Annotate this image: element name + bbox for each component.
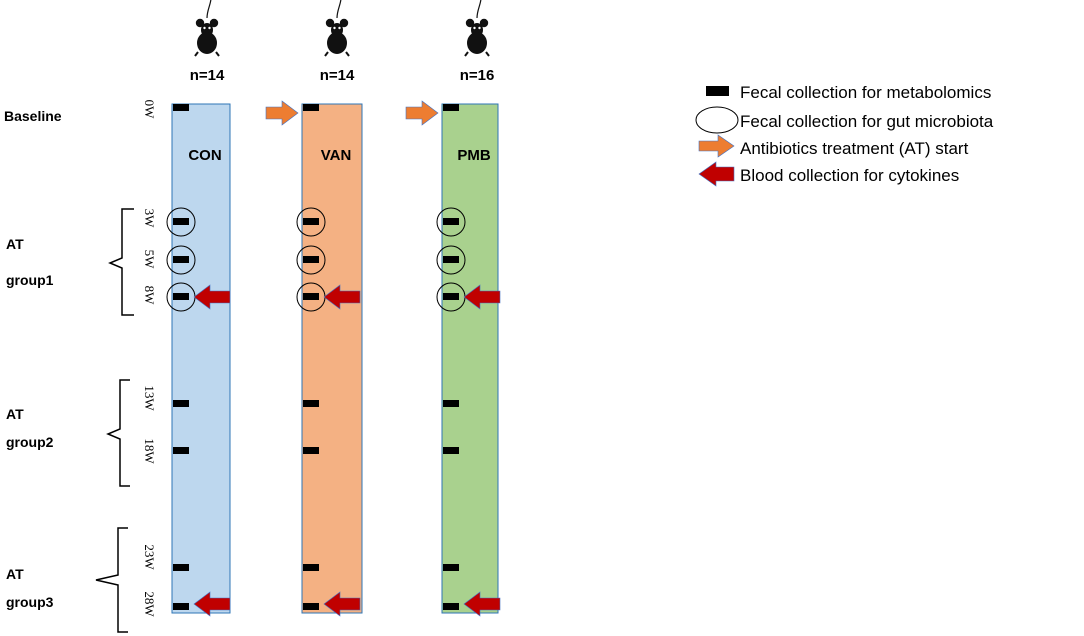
microbiota-circle-3w xyxy=(436,207,466,237)
brace-at2 xyxy=(106,379,130,487)
row-label-at1-line1: AT xyxy=(6,236,24,252)
legend-metabolomics-label: Fecal collection for metabolomics xyxy=(740,83,991,102)
week-label-0w: 0W xyxy=(142,100,157,120)
fecal-marker-8w xyxy=(303,293,319,300)
fecal-marker-18w xyxy=(443,447,459,454)
microbiota-circle-5w xyxy=(166,245,196,275)
fecal-marker-0w xyxy=(173,104,189,111)
blood-collection-arrow-icon xyxy=(463,591,501,617)
week-label-13w: 13W xyxy=(142,385,157,411)
fecal-marker-13w xyxy=(303,400,319,407)
legend-blood-label: Blood collection for cytokines xyxy=(740,166,959,185)
week-label-8w: 8W xyxy=(142,286,157,306)
group-name-con: CON xyxy=(188,147,221,164)
mouse-icon xyxy=(324,0,350,57)
legend: Fecal collection for metabolomics Fecal … xyxy=(695,83,994,187)
fecal-marker-8w xyxy=(443,293,459,300)
fecal-marker-8w xyxy=(173,293,189,300)
fecal-marker-3w xyxy=(443,218,459,225)
fecal-marker-28w xyxy=(443,603,459,610)
legend-antibiotics-arrow-icon xyxy=(698,134,735,158)
week-label-5w: 5W xyxy=(142,250,157,270)
group-name-pmb: PMB xyxy=(457,147,491,164)
brace-at1 xyxy=(108,208,134,316)
fecal-marker-23w xyxy=(173,564,189,571)
group-bar-pmb xyxy=(441,103,499,614)
blood-collection-arrow-icon xyxy=(463,284,501,310)
row-label-baseline: Baseline xyxy=(4,108,62,124)
week-label-18w: 18W xyxy=(142,438,157,464)
mouse-icon xyxy=(194,0,220,57)
fecal-marker-0w xyxy=(443,104,459,111)
group-n-label-pmb: n=16 xyxy=(460,67,495,84)
antibiotics-start-arrow-icon xyxy=(265,100,299,126)
fecal-marker-13w xyxy=(443,400,459,407)
blood-collection-arrow-icon xyxy=(193,591,231,617)
blood-collection-arrow-icon xyxy=(323,591,361,617)
fecal-marker-5w xyxy=(303,256,319,263)
group-name-van: VAN xyxy=(321,147,352,164)
microbiota-circle-3w xyxy=(296,207,326,237)
fecal-marker-5w xyxy=(443,256,459,263)
week-label-23w: 23W xyxy=(142,544,157,570)
brace-at3 xyxy=(95,527,128,633)
legend-microbiota-circle xyxy=(695,106,739,134)
fecal-marker-3w xyxy=(303,218,319,225)
blood-collection-arrow-icon xyxy=(323,284,361,310)
mouse-icon xyxy=(464,0,490,57)
week-label-3w: 3W xyxy=(142,209,157,229)
fecal-marker-3w xyxy=(173,218,189,225)
fecal-marker-28w xyxy=(173,603,189,610)
row-label-at3-line2: group3 xyxy=(6,594,54,610)
legend-antibiotics-label: Antibiotics treatment (AT) start xyxy=(740,139,969,158)
microbiota-circle-3w xyxy=(166,207,196,237)
microbiota-circle-5w xyxy=(436,245,466,275)
row-label-at2-line1: AT xyxy=(6,406,24,422)
group-n-label-con: n=14 xyxy=(190,67,225,84)
row-label-at2-line2: group2 xyxy=(6,434,54,450)
fecal-marker-13w xyxy=(173,400,189,407)
fecal-marker-5w xyxy=(173,256,189,263)
legend-metabolomics-marker xyxy=(706,86,729,96)
group-n-label-van: n=14 xyxy=(320,67,355,84)
group-bar-van xyxy=(301,103,363,614)
fecal-marker-23w xyxy=(303,564,319,571)
fecal-marker-28w xyxy=(303,603,319,610)
group-bar-con xyxy=(171,103,231,614)
fecal-marker-18w xyxy=(303,447,319,454)
blood-collection-arrow-icon xyxy=(193,284,231,310)
week-label-28w: 28W xyxy=(142,591,157,617)
antibiotics-start-arrow-icon xyxy=(405,100,439,126)
row-label-at1-line2: group1 xyxy=(6,272,54,288)
fecal-marker-23w xyxy=(443,564,459,571)
legend-blood-arrow-icon xyxy=(698,161,735,187)
fecal-marker-0w xyxy=(303,104,319,111)
microbiota-circle-5w xyxy=(296,245,326,275)
fecal-marker-18w xyxy=(173,447,189,454)
row-label-at3-line1: AT xyxy=(6,566,24,582)
legend-microbiota-label: Fecal collection for gut microbiota xyxy=(740,112,994,131)
